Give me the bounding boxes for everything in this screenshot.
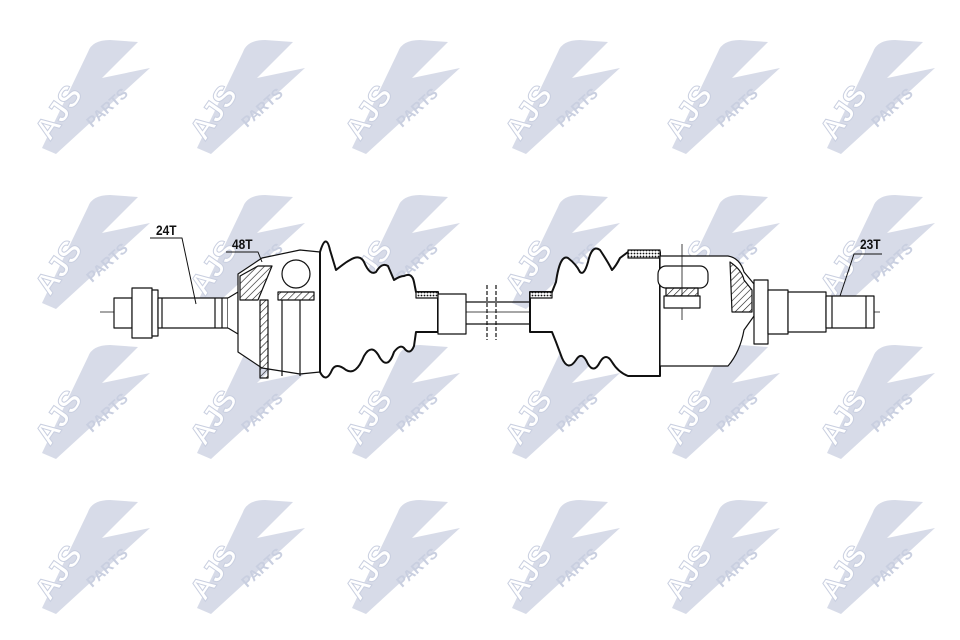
ajs-parts-watermark-logo: AJS PARTS: [183, 490, 315, 620]
right-spline: [825, 295, 875, 329]
outer-cv-joint: [237, 249, 321, 379]
inner-tripod-joint: [657, 244, 755, 367]
right-stub-shaft: [753, 279, 875, 345]
ajs-parts-watermark-logo: AJS PARTS: [28, 185, 160, 315]
ajs-parts-watermark-logo: AJS PARTS: [28, 490, 160, 620]
label-48t: 48T: [232, 236, 253, 252]
ajs-parts-watermark-logo: AJS PARTS: [813, 490, 945, 620]
ajs-parts-watermark-logo: AJS PARTS: [658, 490, 790, 620]
ajs-parts-watermark-logo: AJS PARTS: [813, 30, 945, 160]
ajs-parts-watermark-logo: AJS PARTS: [658, 335, 790, 465]
ajs-parts-watermark-logo: AJS PARTS: [183, 30, 315, 160]
intermediate-shaft: [437, 285, 530, 340]
ajs-parts-watermark-logo: AJS PARTS: [813, 335, 945, 465]
label-24t: 24T: [156, 222, 177, 238]
ajs-parts-watermark-logo: AJS PARTS: [498, 490, 630, 620]
left-nut: [113, 287, 159, 339]
left-clamp: [415, 291, 439, 299]
ajs-parts-watermark-logo: AJS PARTS: [338, 30, 470, 160]
right-boot-clamp-outer: [627, 249, 661, 259]
right-boot: [529, 247, 661, 377]
ajs-parts-watermark-logo: AJS PARTS: [498, 335, 630, 465]
ajs-parts-watermark-logo: AJS PARTS: [338, 335, 470, 465]
ajs-parts-watermark-logo: AJS PARTS: [813, 185, 945, 315]
ajs-parts-watermark-logo: AJS PARTS: [183, 335, 315, 465]
ajs-parts-watermark-logo: AJS PARTS: [658, 30, 790, 160]
left-boot: [319, 240, 439, 379]
ajs-parts-watermark-logo: AJS PARTS: [28, 30, 160, 160]
abs-ring: [259, 299, 269, 379]
label-23t: 23T: [860, 236, 881, 252]
left-spline-shaft: [157, 291, 239, 335]
leader-23t: [839, 253, 882, 297]
right-boot-clamp-inner: [529, 291, 553, 299]
ajs-parts-watermark-logo: AJS PARTS: [338, 490, 470, 620]
leader-24t: [150, 237, 197, 305]
ajs-parts-watermark-logo: AJS PARTS: [498, 30, 630, 160]
leader-48t: [226, 251, 263, 263]
ajs-parts-watermark-logo: AJS PARTS: [28, 335, 160, 465]
ajs-parts-watermark-logo: AJS PARTS: [498, 185, 630, 315]
